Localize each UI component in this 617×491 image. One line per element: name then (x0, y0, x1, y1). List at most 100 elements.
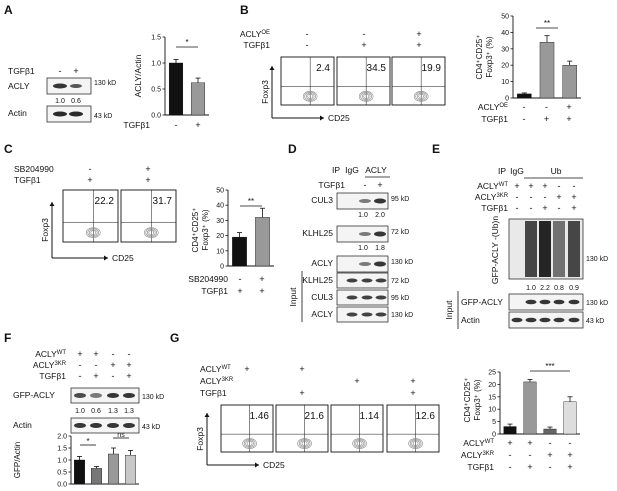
blot-band (359, 232, 371, 236)
row-label: ACLYOE (240, 29, 270, 39)
sign: + (93, 349, 98, 359)
row-label: ACLY3KR (200, 376, 234, 386)
blot-band (568, 299, 580, 305)
label-superscript: WT (222, 365, 232, 371)
chart-C-bar (255, 217, 270, 267)
row-label: SB204990 (188, 274, 228, 284)
facs-x-label: CD25 (112, 253, 134, 263)
chart-B-y-tick-label: 40 (501, 30, 509, 37)
facs-B2-contour (360, 92, 372, 101)
sign: + (145, 175, 150, 185)
input-blot-label: GFP-ACLY (461, 297, 503, 307)
input-blot-label: KLHL25 (302, 275, 333, 285)
sign: + (299, 364, 304, 374)
chart-F-bar (125, 455, 136, 485)
chart-F-bar (108, 453, 119, 485)
mw-marker: 72 kD (391, 278, 409, 285)
significance-mark: * (86, 437, 89, 446)
blot-band (375, 278, 387, 283)
sign: + (93, 371, 98, 381)
blot-band (74, 423, 86, 428)
row-label: TGFβ1 (39, 371, 66, 381)
sign: - (545, 102, 548, 112)
sign: - (79, 360, 82, 370)
chart-F-bar (91, 468, 102, 485)
facs-B1-contour (304, 92, 316, 101)
sign: + (195, 120, 200, 130)
sign: + (416, 40, 421, 50)
column-header: IgG (510, 166, 524, 176)
chart-B-y-tick-label: 0 (505, 96, 509, 103)
sign: - (364, 180, 367, 190)
label-base: ACLY (463, 438, 485, 448)
facs-G3-contour (352, 438, 367, 449)
mw-marker: 130 kD (142, 394, 164, 401)
sign: - (573, 181, 576, 191)
sign: + (566, 102, 571, 112)
blot-band (375, 312, 387, 317)
sign: + (410, 376, 415, 386)
facs-G2-contour (297, 438, 312, 449)
chart-F-y-tick-label: 0.0 (57, 482, 67, 489)
sign: + (87, 175, 92, 185)
sign: + (110, 360, 115, 370)
sign: + (571, 203, 576, 213)
sign: - (175, 120, 178, 130)
blot-band (90, 423, 102, 428)
blot-band (539, 299, 551, 305)
sign: + (361, 40, 366, 50)
facs-G4-contour (408, 438, 423, 449)
facs-G1-value: 1.46 (250, 411, 270, 422)
sign: - (306, 29, 309, 39)
chart-G-y-tick-label: 0 (492, 432, 496, 439)
blot-band (511, 317, 523, 323)
facs-G1-contour (246, 441, 253, 446)
facs-C1-contour (87, 228, 100, 237)
chart-C-y-tick-label: 10 (216, 248, 224, 255)
chart-F-bar (74, 459, 85, 485)
chart-A-y-tick-label: 1.0 (151, 61, 161, 68)
ub-axis-label: GFP-ACLY -(Ub)n (490, 216, 500, 284)
quant-value: 1.0 (55, 98, 65, 105)
label-base: ACLY (200, 364, 222, 374)
y-axis-label: ACLY/Actin (133, 54, 143, 97)
row-label: ACLYWT (477, 181, 508, 191)
quant-value: 1.0 (526, 285, 536, 292)
mw-marker: 72 kD (391, 229, 409, 236)
facs-C2-contour (148, 230, 155, 235)
blot-band (361, 295, 373, 300)
blot-band (374, 261, 386, 267)
input-blot-label: CUL3 (311, 292, 333, 302)
facs-G1-contour (242, 438, 257, 449)
quant-value: 2.2 (540, 285, 550, 292)
label-base: ACLY (200, 376, 222, 386)
chart-G-bar (543, 428, 557, 435)
facs-x-arrow (320, 115, 324, 121)
facs-C2-contour (143, 227, 159, 238)
facs-C2-value: 31.7 (153, 196, 173, 207)
ip-label: IP (498, 166, 506, 176)
sign: + (514, 181, 519, 191)
blot-band (123, 423, 135, 428)
facs-G2-contour (301, 441, 308, 446)
facs-C2-contour (146, 229, 156, 236)
blot-band (374, 198, 386, 204)
mw-marker: 130 kD (391, 259, 413, 266)
facs-C1-contour (88, 229, 98, 236)
facs-B1-contour (305, 93, 315, 100)
chart-A-y-tick-label: 0.0 (151, 113, 161, 120)
blot-band (359, 199, 371, 203)
quant-value: 0.9 (569, 285, 579, 292)
row-label: TGFβ1 (201, 286, 228, 296)
sign: + (77, 349, 82, 359)
label-base: ACLY (35, 349, 57, 359)
blot-membrane (70, 387, 140, 404)
row-label: ACLYWT (35, 349, 66, 359)
row-label: ACLYWT (463, 438, 494, 448)
sign: + (567, 450, 572, 460)
y-axis-label: GFP/Actin (13, 442, 22, 478)
sign: + (145, 164, 150, 174)
sign: + (571, 192, 576, 202)
facs-y-arrow (269, 66, 275, 70)
sign: - (239, 274, 242, 284)
